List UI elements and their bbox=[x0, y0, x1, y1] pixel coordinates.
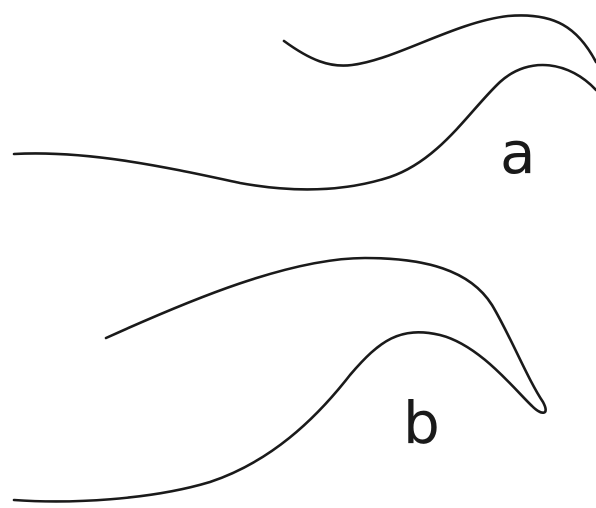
panel-b-label: b bbox=[403, 389, 440, 457]
panel-a-label: a bbox=[500, 119, 536, 187]
panel-a-upper-curve bbox=[284, 15, 596, 65]
panel-b-hook-curve bbox=[14, 258, 546, 501]
panel-b: b bbox=[14, 258, 546, 501]
panel-a: a bbox=[14, 15, 596, 189]
